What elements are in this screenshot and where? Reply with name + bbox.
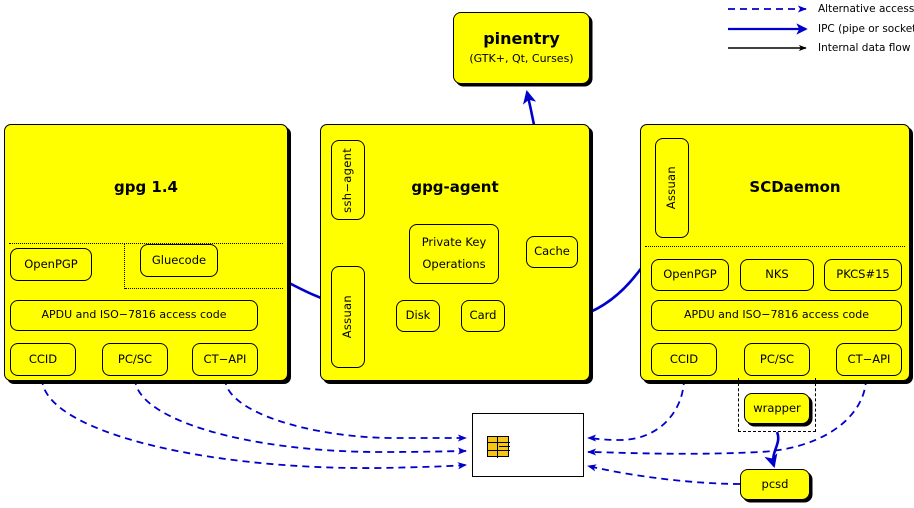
agent-private-key-operations-box[interactable]: Private Key Operations — [409, 224, 499, 284]
gpg-gluecode-box[interactable]: Gluecode — [140, 244, 218, 277]
legend-item-internal-data-flow: Internal data flow — [722, 39, 914, 57]
gpg-driver-pcsc[interactable]: PC/SC — [102, 343, 168, 376]
agent-pko-line1: Private Key — [421, 235, 487, 250]
wrapper-dashed-enclosure — [738, 378, 816, 432]
legend-label-alternative: Alternative access paths — [818, 3, 914, 15]
legend-item-ipc: IPC (pipe or socket) — [722, 20, 914, 38]
pcsd-box[interactable]: pcsd — [740, 469, 810, 500]
scdaemon-app-pkcs15[interactable]: PKCS#15 — [824, 259, 902, 291]
pcsd-label: pcsd — [761, 476, 789, 491]
scdaemon-assuan-box[interactable]: Assuan — [655, 138, 689, 238]
agent-cache-label: Cache — [534, 244, 570, 259]
scdaemon-app-nks[interactable]: NKS — [740, 259, 814, 291]
scdaemon-app-pkcs15-label: PKCS#15 — [836, 267, 890, 282]
agent-disk-label: Disk — [405, 308, 431, 323]
scdaemon-driver-pcsc[interactable]: PC/SC — [744, 343, 810, 376]
ipc-wrapper-to-pcsd — [764, 431, 780, 468]
alt-gpg-ctapi-to-card — [224, 377, 467, 442]
wrapper-box[interactable]: wrapper — [744, 393, 810, 424]
alt-scd-ccid-to-card — [587, 377, 685, 442]
agent-assuan-label: Assuan — [340, 295, 355, 339]
smartcard-chip-icon — [487, 436, 510, 458]
gpg-title: gpg 1.4 — [113, 178, 178, 196]
agent-card-label: Card — [469, 308, 497, 323]
agent-assuan-box[interactable]: Assuan — [331, 266, 365, 368]
alt-gpg-pcsc-to-card — [134, 377, 467, 455]
scdaemon-driver-ctapi-label: CT−API — [847, 351, 891, 366]
gpg-driver-ctapi-label: CT−API — [203, 351, 247, 366]
agent-cache-box[interactable]: Cache — [526, 236, 578, 268]
alt-scd-ctapi-to-card — [587, 377, 867, 456]
scdaemon-apdu-label: APDU and ISO−7816 access code — [683, 308, 870, 322]
gpg-apdu-label: APDU and ISO−7816 access code — [41, 308, 227, 322]
agent-ssh-agent-box[interactable]: ssh−agent — [331, 140, 365, 220]
scdaemon-app-openpgp[interactable]: OpenPGP — [651, 259, 729, 291]
agent-disk-box[interactable]: Disk — [396, 300, 440, 332]
pinentry-subtitle: (GTK+, Qt, Curses) — [469, 52, 574, 66]
scdaemon-driver-ctapi[interactable]: CT−API — [836, 343, 902, 376]
alt-pcsd-to-card — [587, 464, 741, 485]
agent-card-box[interactable]: Card — [461, 300, 505, 332]
gpg-driver-pcsc-label: PC/SC — [117, 351, 153, 366]
gpg-driver-ctapi[interactable]: CT−API — [192, 343, 258, 376]
scdaemon-driver-pcsc-label: PC/SC — [759, 351, 795, 366]
scdaemon-assuan-label: Assuan — [664, 166, 679, 210]
gpg-agent-title: gpg-agent — [411, 178, 499, 196]
scdaemon-apdu-box[interactable]: APDU and ISO−7816 access code — [651, 300, 902, 331]
gpg-gluecode-label: Gluecode — [151, 252, 207, 267]
scdaemon-app-openpgp-label: OpenPGP — [663, 267, 717, 282]
gpg-openpgp-box[interactable]: OpenPGP — [10, 248, 92, 281]
alt-gpg-ccid-to-card — [41, 377, 467, 470]
agent-pko-line2: Operations — [422, 257, 486, 271]
scdaemon-driver-ccid-label: CCID — [669, 351, 699, 366]
smartcard[interactable] — [472, 413, 584, 477]
gpg-apdu-box[interactable]: APDU and ISO−7816 access code — [10, 300, 258, 331]
scdaemon-app-nks-label: NKS — [765, 267, 789, 282]
agent-ssh-agent-label: ssh−agent — [340, 147, 355, 213]
pinentry-title: pinentry — [483, 28, 560, 48]
scdaemon-driver-ccid[interactable]: CCID — [651, 343, 717, 376]
gpg-openpgp-label: OpenPGP — [24, 256, 78, 271]
pinentry-box[interactable]: pinentry (GTK+, Qt, Curses) — [453, 12, 590, 84]
legend-item-alternative-access-paths: Alternative access paths — [722, 0, 914, 18]
gpg-driver-ccid-label: CCID — [28, 351, 58, 366]
gpg-driver-ccid[interactable]: CCID — [10, 343, 76, 376]
scdaemon-title: SCDaemon — [749, 178, 841, 196]
legend-label-ipc: IPC (pipe or socket) — [818, 23, 914, 35]
legend-label-internal: Internal data flow — [818, 42, 911, 54]
wrapper-label: wrapper — [753, 400, 801, 415]
legend: Alternative access paths IPC (pipe or so… — [722, 0, 914, 58]
